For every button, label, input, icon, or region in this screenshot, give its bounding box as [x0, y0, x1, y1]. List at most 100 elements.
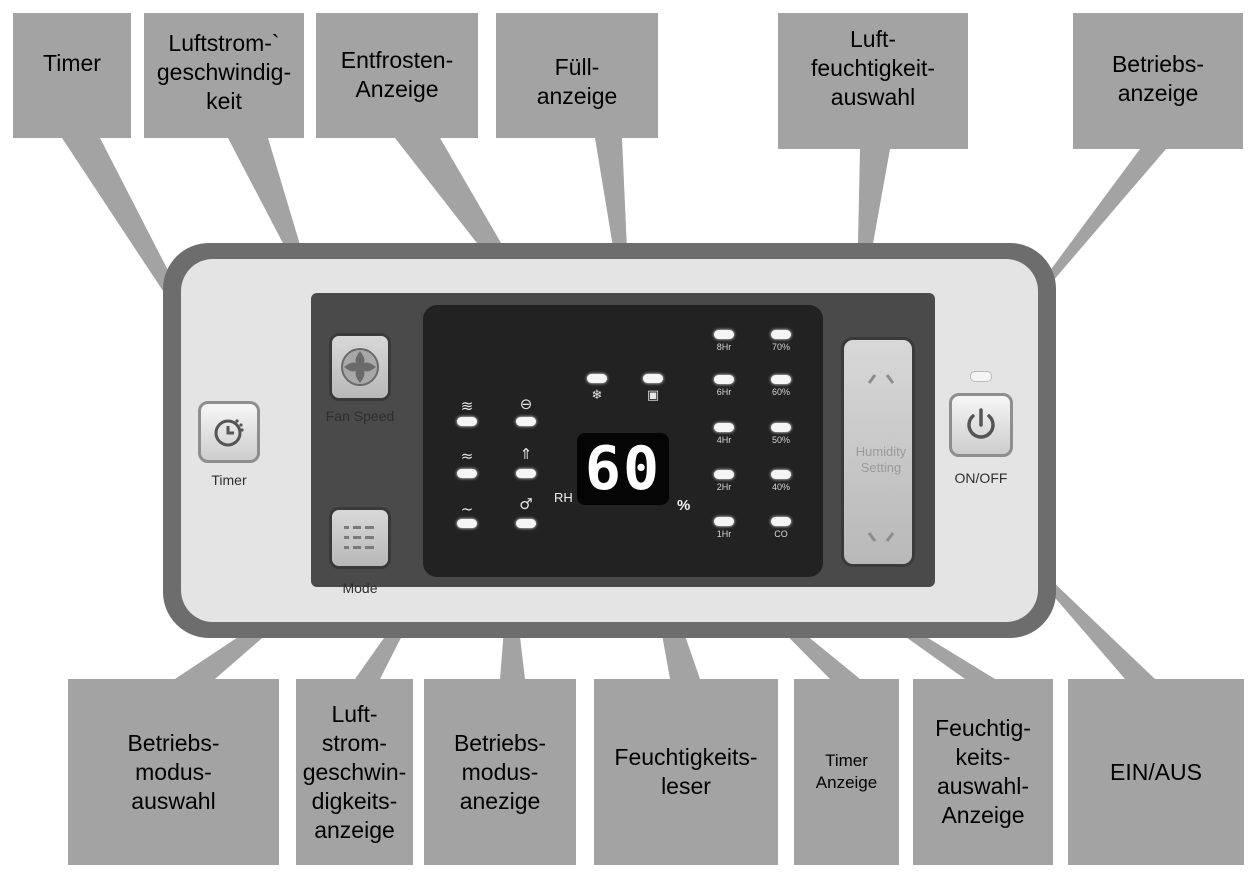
callout-line: Anzeige — [355, 76, 439, 102]
timer-button[interactable] — [198, 401, 260, 463]
callout-line: Anzeige — [941, 802, 1025, 828]
callout-line: EIN/AUS — [1109, 758, 1203, 785]
mode-auto-led — [516, 417, 536, 426]
callout-defrost-indicator: Entfrosten- Anzeige — [316, 13, 478, 138]
timer-1hr-label: 1Hr — [716, 529, 732, 539]
callout-line: Betriebs- — [1111, 51, 1205, 77]
mode-auto-icon: ⊖ — [519, 395, 533, 413]
callout-line: Betriebs- — [453, 729, 547, 756]
bucket-full-icon: ▣ — [646, 388, 660, 403]
callout-line: anezige — [459, 787, 541, 814]
display-area: Fan Speed Mode ≋ ≈ — [311, 293, 935, 596]
mode-laundry-icon: ⇑ — [519, 445, 533, 463]
callout-power-indicator: Betriebs- anzeige — [1073, 13, 1243, 149]
callout-line: geschwin- — [302, 758, 407, 785]
humidity-60-led — [771, 375, 791, 384]
mode-continuous-icon: ♂ — [519, 495, 533, 513]
callout-line: anzeige — [314, 816, 395, 843]
callout-line: Timer — [43, 50, 101, 76]
callout-line: auswahl — [830, 84, 916, 110]
percent-label: % — [677, 497, 691, 514]
callout-line: Betriebs- — [127, 729, 220, 756]
clock-icon — [214, 419, 244, 447]
callout-humidity-reader: Feuchtigkeits- leser — [594, 679, 778, 865]
timer-label: Timer — [211, 472, 247, 488]
callout-line: Entfrosten- — [340, 47, 454, 73]
callout-line: anzeige — [536, 83, 618, 109]
humidity-readout: 60 — [577, 433, 669, 505]
fan-speed-high-led — [457, 417, 477, 426]
callout-line: digkeits- — [311, 787, 398, 814]
rh-label: RH — [554, 490, 573, 505]
timer-4hr-label: 4Hr — [716, 435, 732, 445]
timer-4hr-led — [714, 423, 734, 432]
mode-continuous-led — [516, 519, 536, 528]
power-icon — [967, 408, 995, 439]
humidity-setting-label-line: Humidity — [855, 444, 907, 459]
callout-line: keits- — [955, 744, 1011, 770]
callout-line: anzeige — [1117, 80, 1199, 106]
callout-timer-indicator: Timer Anzeige — [794, 679, 899, 865]
callout-line: keit — [206, 88, 242, 114]
callout-line: Füll- — [554, 54, 600, 80]
callout-on-off: EIN/AUS — [1068, 679, 1244, 865]
humidity-co-label: CO — [774, 529, 788, 539]
fan-speed-low-icon: ~ — [460, 500, 474, 518]
callout-line: auswahl — [131, 787, 216, 814]
power-button[interactable] — [949, 393, 1013, 457]
mode-button[interactable] — [329, 507, 391, 569]
fill-led — [643, 374, 663, 383]
callout-line: Luftstrom-` — [168, 30, 280, 56]
mode-laundry-led — [516, 469, 536, 478]
fan-speed-label: Fan Speed — [325, 408, 395, 424]
humidity-setting-rocker[interactable]: Humidity Setting — [841, 337, 915, 567]
callout-timer: Timer — [13, 13, 131, 138]
led-display: ≋ ≈ ~ ⊖ ⇑ ♂ ❄ ▣ — [423, 305, 823, 577]
humidity-rocker-face: Humidity Setting — [844, 340, 912, 564]
fan-speed-button[interactable] — [329, 333, 391, 401]
callout-line: Anzeige — [815, 773, 878, 792]
timer-6hr-led — [714, 375, 734, 384]
fan-icon — [341, 348, 379, 386]
defrost-icon: ❄ — [591, 388, 603, 403]
timer-2hr-label: 2Hr — [716, 482, 732, 492]
callout-line: modus- — [461, 758, 539, 785]
humidity-40-label: 40% — [771, 482, 790, 492]
chevron-down-icon[interactable] — [866, 530, 896, 546]
fan-speed-low-led — [457, 519, 477, 528]
humidity-co-led — [771, 517, 791, 526]
callout-mode-indicator: Betriebs- modus- anezige — [424, 679, 576, 865]
callout-fan-speed-indicator: Luft- strom- geschwin- digkeits- anzeige — [296, 679, 413, 865]
callout-fill-indicator: Füll- anzeige — [496, 13, 658, 138]
chevron-up-icon[interactable] — [866, 370, 896, 386]
defrost-led — [587, 374, 607, 383]
callout-line: feuchtigkeit- — [810, 55, 935, 81]
callout-line: geschwindig- — [156, 59, 292, 85]
timer-8hr-label: 8Hr — [716, 342, 732, 352]
callout-mode-select: Betriebs- modus- auswahl — [68, 679, 279, 865]
fan-speed-medium-icon: ≈ — [460, 447, 474, 465]
humidity-50-label: 50% — [771, 435, 790, 445]
power-indicator-led — [970, 371, 992, 382]
timer-1hr-led — [714, 517, 734, 526]
humidity-60-label: 60% — [771, 387, 790, 397]
callout-line: Luft- — [849, 26, 897, 52]
timer-2hr-led — [714, 470, 734, 479]
callout-fan-speed: Luftstrom-` geschwindig- keit — [144, 13, 304, 138]
callout-line: modus- — [135, 758, 212, 785]
timer-6hr-label: 6Hr — [716, 387, 732, 397]
humidity-70-label: 70% — [771, 342, 790, 352]
fan-speed-medium-led — [457, 469, 477, 478]
timer-8hr-led — [714, 330, 734, 339]
control-panel-face: Timer Fan Speed — [181, 259, 1038, 622]
callout-humidity-select-indicator: Feuchtig- keits- auswahl- Anzeige — [913, 679, 1053, 865]
control-panel-frame: Timer Fan Speed — [163, 243, 1056, 638]
humidity-40-led — [771, 470, 791, 479]
callout-line: Feuchtigkeits- — [614, 744, 758, 770]
callout-line: auswahl- — [936, 773, 1030, 799]
callout-humidity-select: Luft- feuchtigkeit- auswahl — [778, 13, 968, 149]
humidity-50-led — [771, 423, 791, 432]
callout-line: Feuchtig- — [935, 715, 1031, 741]
callout-line: strom- — [321, 729, 388, 756]
